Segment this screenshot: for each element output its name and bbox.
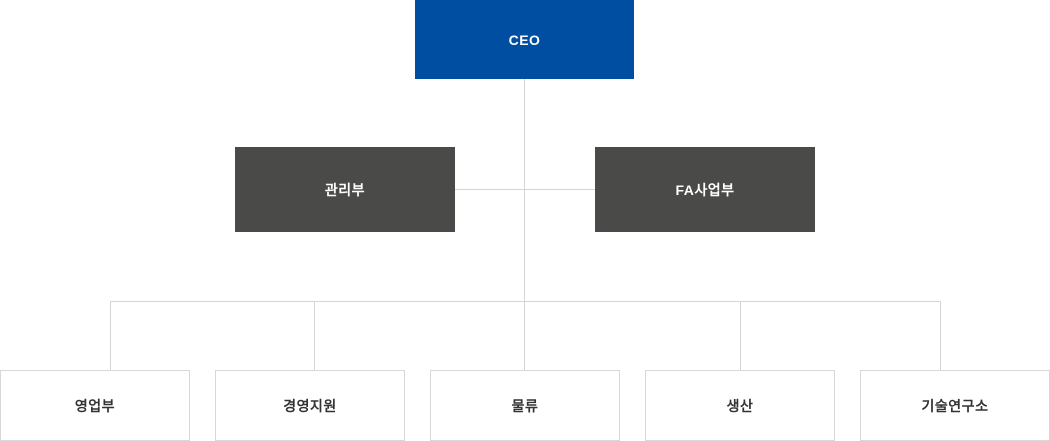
node-mgmt-support-label: 경영지원 (283, 397, 337, 414)
connector-branch-production (740, 301, 741, 370)
node-ceo[interactable]: CEO (415, 0, 634, 79)
node-production-label: 생산 (726, 397, 754, 414)
connector-level1-horizontal (455, 189, 595, 190)
connector-branch-rnd (940, 301, 941, 370)
node-rnd-label: 기술연구소 (921, 397, 989, 414)
connector-branch-sales (110, 301, 111, 370)
node-logistics[interactable]: 물류 (430, 370, 620, 441)
node-logistics-label: 물류 (511, 397, 539, 414)
node-gwanribu[interactable]: 관리부 (235, 147, 455, 232)
connector-ceo-trunk (524, 79, 525, 301)
node-production[interactable]: 생산 (645, 370, 835, 441)
node-sales[interactable]: 영업부 (0, 370, 190, 441)
node-gwanribu-label: 관리부 (324, 181, 366, 198)
node-fa-label: FA사업부 (675, 181, 735, 198)
node-ceo-label: CEO (508, 31, 541, 48)
connector-branch-mgmt-support (314, 301, 315, 370)
connector-level2-horizontal (110, 301, 940, 302)
node-rnd[interactable]: 기술연구소 (860, 370, 1050, 441)
connector-branch-logistics (524, 301, 525, 370)
node-sales-label: 영업부 (74, 397, 116, 414)
node-fa[interactable]: FA사업부 (595, 147, 815, 232)
node-mgmt-support[interactable]: 경영지원 (215, 370, 405, 441)
